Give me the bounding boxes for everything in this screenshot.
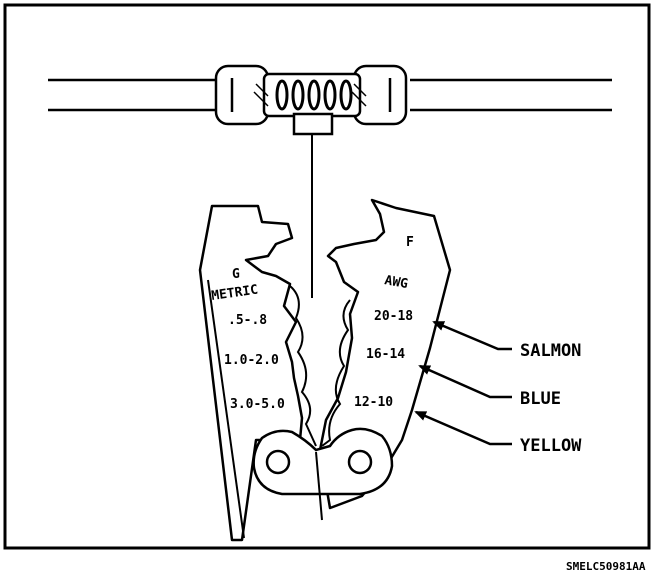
leader-arrows (414, 320, 512, 446)
left-handle-edge (207, 279, 245, 539)
arrow-salmon (432, 320, 512, 351)
figure-code: SMELC50981AA (566, 560, 646, 573)
color-label-yellow: YELLOW (520, 436, 582, 456)
metric-size-1: .5-.8 (228, 313, 267, 328)
color-label-salmon: SALMON (520, 341, 581, 361)
metric-size-3: 3.0-5.0 (230, 397, 285, 412)
tool-pivot (252, 427, 394, 521)
awg-heading: AWG (383, 273, 409, 292)
awg-size-3: 12-10 (354, 395, 393, 410)
jaw-letter-right: F (406, 235, 414, 250)
arrow-yellow (414, 410, 512, 446)
wire (48, 78, 612, 112)
metric-heading: METRIC (210, 283, 259, 304)
arrow-blue (418, 364, 512, 399)
butt-splice-connector (214, 64, 408, 136)
awg-size-2: 16-14 (366, 347, 405, 362)
jaw-letter-left: G (232, 267, 240, 282)
left-crimp-profile (289, 285, 317, 447)
awg-size-1: 20-18 (374, 309, 413, 324)
metric-size-2: 1.0-2.0 (224, 353, 279, 368)
frame-border (3, 3, 651, 550)
color-label-blue: BLUE (520, 389, 561, 409)
right-crimp-profile (321, 299, 351, 447)
